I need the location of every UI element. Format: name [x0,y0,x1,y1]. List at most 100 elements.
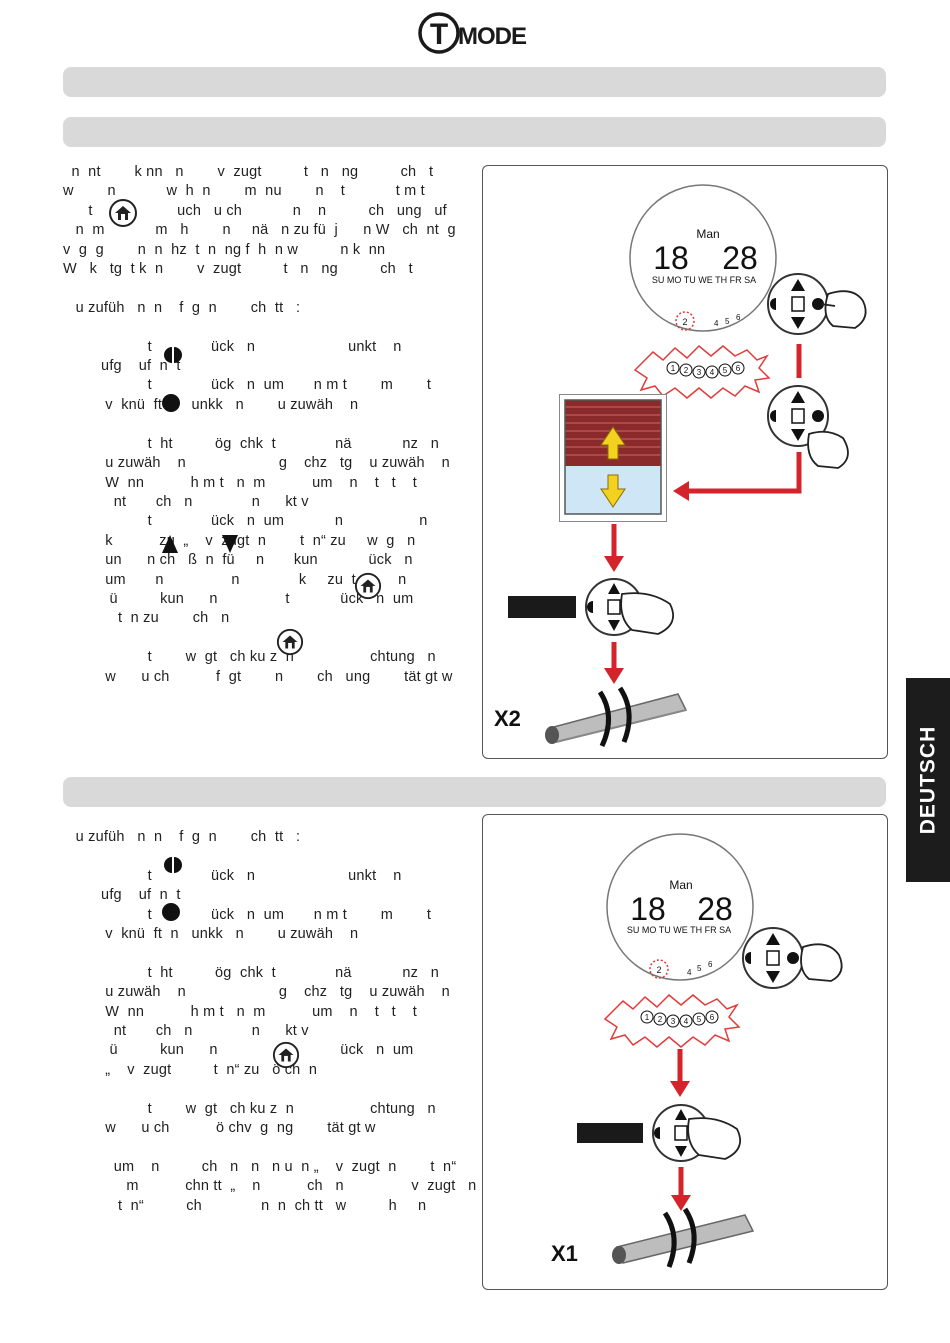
channel-2 [653,1012,667,1026]
keypad-middle [767,385,849,469]
home-button-icon [354,572,382,605]
channel-6 [731,361,745,375]
display-minutes: 28 [697,891,733,927]
section2-paragraphs: u zufüh n n f g n ch tt : t ück n unkt n… [63,828,477,1216]
text-line: k zu „ v zugt n t n“ zu w g n [63,532,416,549]
figure-1: Man 18 28 SU MO TU WE TH FR SA 2 4 5 6 1… [482,165,888,759]
svg-text:2: 2 [682,317,687,327]
svg-text:6: 6 [708,960,713,969]
text-line: u zuwäh n g chz tg u zuwäh n [63,455,450,472]
text-line: ufg uf n t [63,887,181,904]
text-line [63,318,473,337]
half-circle-button-icon [162,346,184,369]
channel-label: 4 [710,368,715,377]
text-line: t ück n um n m t m t [63,377,432,394]
keypad-top [767,273,867,335]
keypad-bottom [585,578,674,636]
text-line: t uch u ch n n ch ung uf [63,202,447,219]
keypad-top [742,927,843,989]
text-line: „ v zugt t n“ zu ö ch n [63,1061,318,1078]
svg-text:4: 4 [687,968,692,977]
svg-text:4: 4 [714,319,719,328]
down-arrow-icon [220,533,240,560]
text-line: w u ch f gt n ch ung tät gt w [63,668,453,685]
channel-1 [640,1010,654,1024]
half-circle-button-icon [162,856,184,879]
channel-2 [679,363,693,377]
logo-text: MODE [458,23,527,50]
channel-4 [679,1014,693,1028]
figure-2: Man 18 28 SU MO TU WE TH FR SA 2 4 5 6 1… [482,814,888,1290]
display-hours: 18 [653,240,689,276]
motor-tube [545,686,688,748]
text-line: t ück n unkt n [63,867,402,884]
logo-letter: T [430,18,448,51]
remote-display: Man 18 28 SU MO TU WE TH FR SA 2 4 5 6 [629,184,777,332]
text-line: t ück n um n n [63,513,428,530]
language-tab: DEUTSCH [906,678,950,882]
header-band-1 [63,67,886,97]
channel-label: 1 [671,364,676,373]
text-line [63,944,473,963]
text-line: ü kun n t ück n um [63,590,414,607]
tmode-logo: T MODE [418,10,538,56]
channel-5 [718,363,732,377]
text-line: un n ch ß n fü n kun ück n [63,552,413,569]
home-button-icon [108,198,138,233]
display-weekdays: SU MO TU WE TH FR SA [652,275,756,285]
channel-5 [692,1012,706,1026]
motor-tube [612,1207,755,1268]
channel-6 [705,1010,719,1024]
text-line: nt ch n n kt v [63,493,309,510]
channel-label: 2 [658,1015,663,1024]
text-line: W nn h m t n m um n t t t [63,1003,418,1020]
svg-text:2: 2 [656,965,661,975]
channel-label: 3 [671,1017,676,1026]
figure-1-lower: X2 [490,520,730,750]
text-line [63,279,473,298]
header-band-2 [63,117,886,147]
text-line: nt ch n n kt v [63,1023,309,1040]
text-line: um n n k zu t n [63,571,407,588]
header-band-3 [63,777,886,807]
text-line: t ück n um n m t m t [63,906,432,923]
text-line: u zufüh n n f g n ch tt : [63,829,301,845]
multiplier-x2: X2 [494,706,521,731]
display-day: Man [669,878,692,892]
channel-label: 1 [645,1013,650,1022]
text-line: m chn tt „ n ch n v zugt n [63,1178,477,1195]
multiplier-x1: X1 [551,1241,578,1266]
channel-3 [666,1014,680,1028]
text-line: u zufüh n n f g n ch tt : [63,299,301,316]
section2-text: u zufüh n n f g n ch tt : t ück n unkt n… [63,828,477,1216]
channel-label: 5 [697,1015,702,1024]
text-line: n m m h n nä n zu fü j n W ch nt g [63,222,456,239]
channel-label: 5 [723,366,728,375]
dot-button-icon [160,902,182,927]
text-line: um n ch n n n u n „ v zugt n t n“ [63,1158,457,1175]
svg-text:5: 5 [697,964,702,973]
text-line: ufg uf n t [63,358,181,375]
channel-4 [705,365,719,379]
channel-1 [666,361,680,375]
text-line: v knü ft n unkk n u zuwäh n [63,926,359,943]
text-line: W nn h m t n m um n t t t [63,474,418,491]
display-minutes: 28 [722,240,758,276]
text-line: t ht ög chk t nä nz n [63,435,440,452]
dot-button-icon [160,393,182,418]
display-weekdays: SU MO TU WE TH FR SA [627,925,731,935]
text-line: v knü ft n unkk n u zuwäh n [63,396,359,413]
text-line [63,1080,473,1099]
text-line [63,1139,473,1158]
svg-text:5: 5 [725,317,730,326]
shutter-window [559,394,667,522]
text-line: w u ch ö chv g ng tät gt w [63,1120,376,1137]
home-button-icon [276,628,304,661]
remote-display: Man 18 28 SU MO TU WE TH FR SA 2 4 5 6 [606,833,754,981]
text-line: ü kun n t ück n um [63,1042,414,1059]
text-line: t n zu ch n [63,610,230,627]
language-tab-label: DEUTSCH [916,725,940,835]
